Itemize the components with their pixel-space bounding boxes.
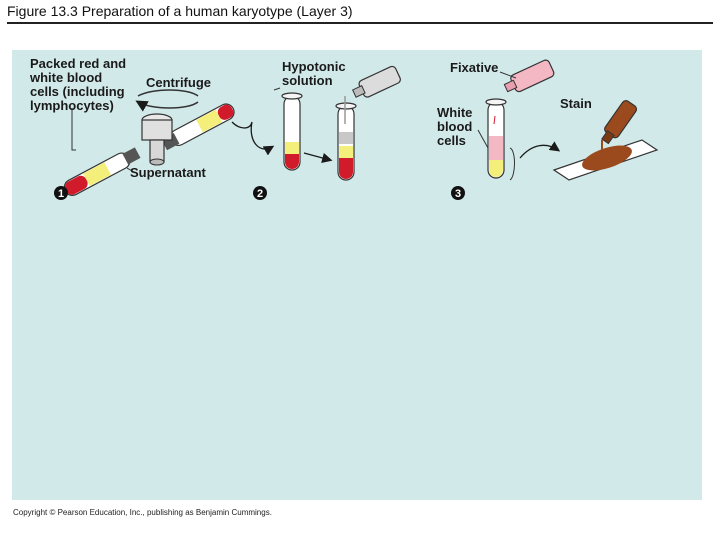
leader-line <box>499 71 517 79</box>
fixative-label: Fixative <box>450 60 498 75</box>
test-tube-icon <box>485 98 507 179</box>
leader-line <box>126 167 135 173</box>
supernatant-label: Supernatant <box>130 165 207 180</box>
svg-text:2: 2 <box>257 188 263 200</box>
arrow-to-step2 <box>231 121 275 156</box>
leader-line <box>71 108 76 151</box>
microscope-slide-icon <box>552 139 659 181</box>
fixative-bottle-icon <box>503 59 555 93</box>
arrow-to-slide <box>519 141 561 159</box>
centrifuge-label: Centrifuge <box>146 75 211 90</box>
step-marker-2: 2 <box>253 186 267 200</box>
test-tube-icon <box>281 92 303 171</box>
svg-text:1: 1 <box>58 188 64 200</box>
figure-title: Figure 13.3 Preparation of a human karyo… <box>7 3 353 19</box>
packed-cells-label: Packed red and white blood cells (includ… <box>29 56 130 113</box>
karyotype-diagram: Packed red and white blood cells (includ… <box>29 56 659 200</box>
rotation-arrow-icon <box>135 89 199 112</box>
hypotonic-bottle-icon <box>344 65 401 124</box>
bracket <box>509 147 515 181</box>
title-divider <box>7 22 713 24</box>
svg-text:3: 3 <box>455 188 461 200</box>
step-marker-3: 3 <box>451 186 465 200</box>
centrifuge-icon <box>63 103 235 196</box>
stain-label: Stain <box>560 96 592 111</box>
white-blood-cells-label: White blood cells <box>437 105 476 148</box>
hypotonic-solution-label: Hypotonic solution <box>282 59 349 88</box>
stain-bottle-icon <box>601 99 638 150</box>
test-tube-icon <box>335 102 357 181</box>
copyright-notice: Copyright © Pearson Education, Inc., pub… <box>13 508 272 517</box>
leader-line <box>477 129 489 149</box>
arrow-tube-to-tube <box>303 152 333 163</box>
figure-panel: Packed red and white blood cells (includ… <box>12 50 702 500</box>
step-marker-1: 1 <box>54 186 68 200</box>
leader-line <box>273 87 281 91</box>
